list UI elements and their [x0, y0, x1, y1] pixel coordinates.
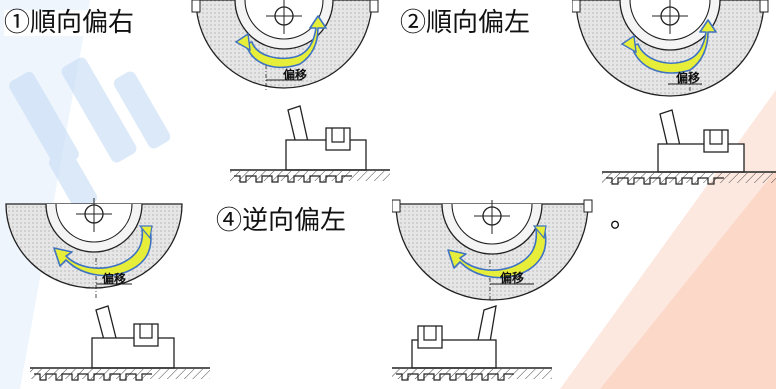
rotation-arrow-counterclockwise-icon	[447, 225, 547, 279]
machine-base	[30, 367, 210, 381]
work-rest-blade	[477, 305, 497, 343]
workpiece-holder	[285, 127, 367, 171]
offset-label: 偏移	[676, 70, 700, 85]
machine-base	[602, 171, 776, 185]
grinding-wheel	[392, 199, 593, 301]
panel-clockwise-right: 偏移	[190, 0, 396, 196]
rotation-arrow-clockwise-icon	[620, 19, 717, 74]
workpiece-holder	[91, 323, 175, 369]
offset-label: 偏移	[283, 67, 307, 82]
caption-trailing-period: 。	[610, 204, 637, 234]
panel-counterclockwise-left: 偏移	[392, 198, 606, 389]
watermark-logo-glyph	[9, 57, 171, 211]
grinding-wheel	[572, 0, 769, 97]
offset-label: 偏移	[500, 270, 524, 285]
offset-label: 偏移	[102, 271, 126, 286]
rotation-arrow-clockwise-icon	[234, 15, 327, 69]
offset-marker: 偏移	[490, 270, 534, 285]
workpiece-holder	[657, 129, 745, 173]
machine-base	[392, 367, 552, 381]
work-rest-blade	[287, 105, 309, 145]
work-rest-blade	[95, 305, 117, 341]
caption-clockwise-left: ②順向偏左	[400, 8, 531, 38]
rotation-arrow-counterclockwise-icon	[53, 225, 153, 277]
offset-marker: 偏移	[96, 271, 132, 286]
work-rest-blade	[659, 109, 681, 149]
caption-clockwise-right: ①順向偏右	[4, 8, 135, 38]
panel-clockwise-left: 偏移	[572, 0, 776, 196]
machine-base	[230, 169, 390, 183]
caption-counterclockwise-left: ④逆向偏左	[216, 206, 347, 236]
grinding-wheel	[5, 198, 183, 298]
offset-marker: 偏移	[266, 67, 307, 82]
grinding-wheel	[191, 0, 379, 92]
offset-marker: 偏移	[668, 70, 702, 85]
panel-counterclockwise-right: 偏移	[0, 198, 214, 389]
workpiece-holder	[411, 325, 497, 369]
